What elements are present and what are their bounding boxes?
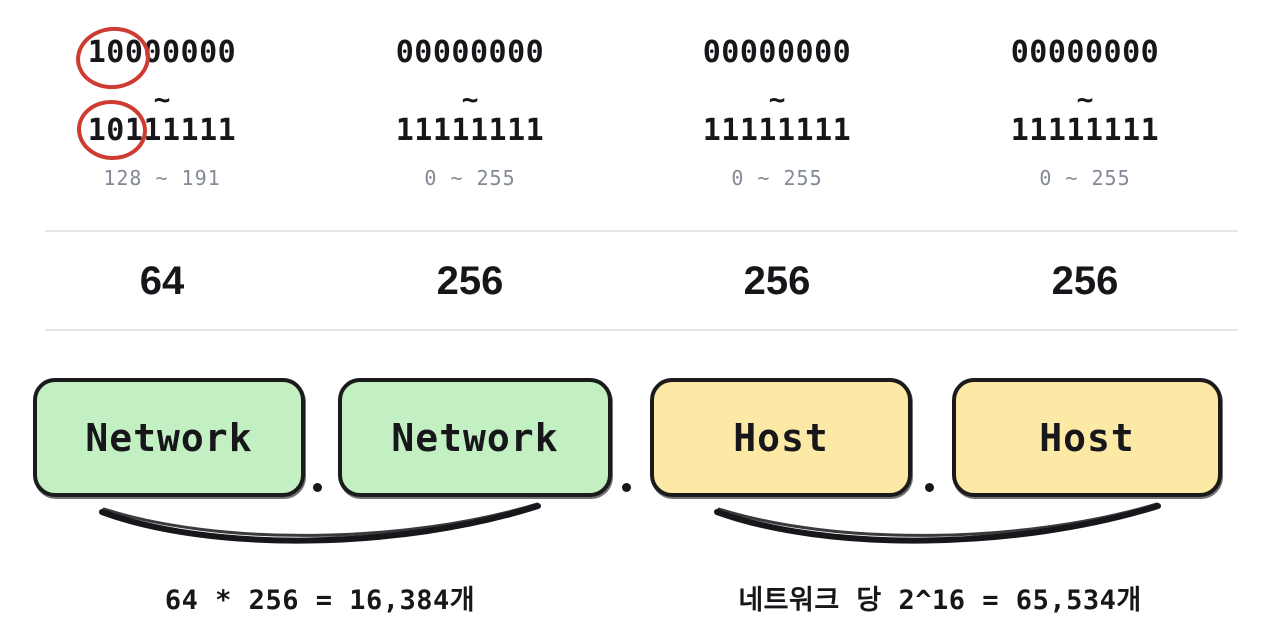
octet-box-host-1[interactable]: Host [650,378,912,497]
octet-4-binary-max: 11111111 [1010,113,1160,148]
octet-1-separator: ~ [153,83,171,116]
octet-box-network-2[interactable]: Network [338,378,612,497]
caption-host-count: 네트워크 당 2^16 = 65,534개 [738,585,1142,616]
octet-2-count: 256 [436,259,504,303]
octet-3-binary-min: 00000000 [702,35,852,70]
divider-top [45,230,1238,232]
octet-2-binary-min: 00000000 [395,35,545,70]
ip-dot-separator-2 [622,483,631,492]
octet-2-range: 0 ~ 255 [424,166,516,190]
octet-4-binary-min: 00000000 [1010,35,1160,70]
octet-box-host-2[interactable]: Host [952,378,1222,497]
octet-box-network-1[interactable]: Network [33,378,305,497]
octet-3-range: 0 ~ 255 [731,166,823,190]
octet-box-label: Host [1039,415,1135,460]
host-group-arc [714,502,1161,544]
octet-1-binary-max: 10111111 [87,113,237,148]
network-group-arc [99,502,541,544]
octet-4-separator: ~ [1076,83,1094,116]
octet-1-range: 128 ~ 191 [103,166,221,190]
octet-3-count: 256 [743,259,811,303]
ip-dot-separator-1 [313,483,322,492]
divider-bottom [45,329,1238,331]
ip-dot-separator-3 [925,483,934,492]
octet-3-separator: ~ [768,83,786,116]
octet-2-binary-max: 11111111 [395,113,545,148]
octet-box-label: Host [733,415,829,460]
caption-network-count: 64 * 256 = 16,384개 [164,585,476,616]
octet-box-label: Network [85,415,253,460]
octet-3-binary-max: 11111111 [702,113,852,148]
octet-4-range: 0 ~ 255 [1039,166,1131,190]
octet-4-count: 256 [1051,259,1119,303]
octet-box-label: Network [391,415,559,460]
octet-1-binary-min: 10000000 [87,35,237,70]
octet-1-count: 64 [139,259,185,303]
octet-2-separator: ~ [461,83,479,116]
